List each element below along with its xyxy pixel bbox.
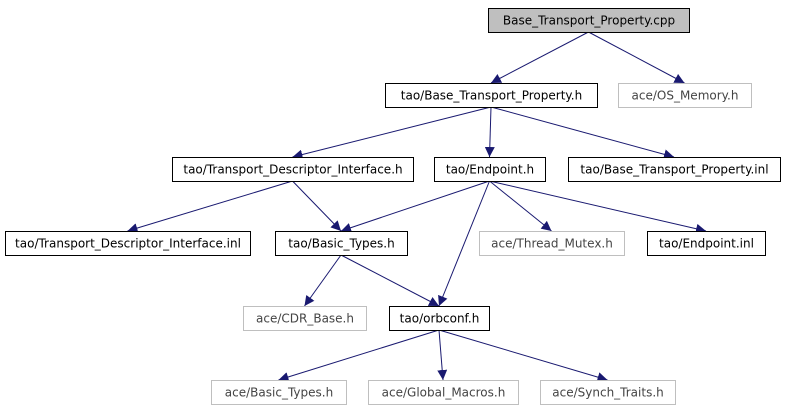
edge-tao_orbconf_h-to-ace_basic_types_h (278, 329, 440, 382)
node-box (368, 380, 519, 405)
node-box (568, 157, 781, 182)
edge-tao_base_transport_property_h-to-tao_endpoint_h (484, 106, 495, 158)
node-ace-cdr-base-h: ace/CDR_Base.h (243, 306, 367, 331)
node-label: ace/Synch_Traits.h (552, 386, 663, 400)
node-box (434, 157, 546, 182)
edge-tao_endpoint_h-to-tao_orbconf_h (438, 180, 490, 307)
node-box (275, 231, 408, 256)
node-label: tao/Base_Transport_Property.h (401, 89, 582, 103)
node-tao-endpoint-h[interactable]: tao/Endpoint.h (434, 157, 546, 182)
node-box (389, 306, 490, 331)
node-tao-transport-descriptor-interface-inl[interactable]: tao/Transport_Descriptor_Interface.inl (5, 231, 251, 256)
node-label: tao/Transport_Descriptor_Interface.h (183, 163, 402, 177)
edge-arrow (292, 180, 342, 232)
node-ace-basic-types-h: ace/Basic_Types.h (211, 380, 347, 405)
node-label: tao/Basic_Types.h (288, 237, 394, 251)
edge-arrow (340, 254, 440, 307)
edge-base_transport_property_cpp-to-tao_base_transport_property_h (490, 31, 589, 84)
node-ace-thread-mutex-h: ace/Thread_Mutex.h (479, 231, 625, 256)
edge-arrow (484, 106, 495, 158)
node-tao-basic-types-h[interactable]: tao/Basic_Types.h (275, 231, 408, 256)
node-label: ace/Basic_Types.h (225, 386, 333, 400)
node-tao-base-transport-property-inl[interactable]: tao/Base_Transport_Property.inl (568, 157, 781, 182)
node-box (540, 380, 676, 405)
edges (127, 31, 707, 382)
node-box (211, 380, 347, 405)
edge-tao_basic_types_h-to-ace_cdr_base_h (304, 254, 342, 307)
node-label: tao/Transport_Descriptor_Interface.inl (15, 237, 241, 251)
edge-tao_transport_descriptor_interface_h-to-tao_transport_descriptor_interface_inl (127, 180, 293, 233)
edge-arrow (588, 31, 685, 84)
edge-tao_orbconf_h-to-ace_global_macros_h (437, 329, 448, 381)
edge-tao_endpoint_h-to-ace_thread_mutex_h (489, 180, 552, 232)
edge-arrow (127, 180, 293, 233)
node-label: ace/CDR_Base.h (256, 312, 354, 326)
edge-tao_base_transport_property_h-to-tao_base_transport_property_inl (490, 106, 675, 160)
node-label: Base_Transport_Property.cpp (503, 14, 675, 28)
edge-arrow (438, 180, 490, 307)
node-ace-global-macros-h: ace/Global_Macros.h (368, 380, 519, 405)
edge-arrow (292, 106, 492, 160)
edge-arrow (304, 254, 342, 307)
node-base-transport-property-cpp[interactable]: Base_Transport_Property.cpp (488, 8, 690, 33)
edge-tao_orbconf_h-to-ace_synch_traits_h (438, 329, 608, 382)
node-tao-base-transport-property-h[interactable]: tao/Base_Transport_Property.h (385, 83, 598, 108)
edge-arrow (438, 329, 608, 382)
edge-tao_basic_types_h-to-tao_orbconf_h (340, 254, 440, 307)
edge-arrow (340, 180, 490, 233)
edge-arrow (278, 329, 440, 382)
edge-arrow (489, 180, 707, 234)
node-tao-endpoint-inl[interactable]: tao/Endpoint.inl (647, 231, 766, 256)
node-label: ace/OS_Memory.h (632, 89, 739, 103)
nodes: Base_Transport_Property.cpp tao/Base_Tran… (5, 8, 781, 405)
edge-tao_endpoint_h-to-tao_basic_types_h (340, 180, 490, 233)
edge-tao_base_transport_property_h-to-tao_transport_descriptor_interface_h (292, 106, 492, 160)
node-ace-synch-traits-h: ace/Synch_Traits.h (540, 380, 676, 405)
node-label: tao/Endpoint.h (446, 163, 534, 177)
node-label: ace/Global_Macros.h (382, 386, 506, 400)
node-box (172, 157, 414, 182)
node-box (647, 231, 766, 256)
node-tao-orbconf-h[interactable]: tao/orbconf.h (389, 306, 490, 331)
node-label: tao/orbconf.h (400, 312, 480, 326)
node-label: tao/Endpoint.inl (659, 237, 754, 251)
node-label: ace/Thread_Mutex.h (491, 237, 613, 251)
edge-arrow (437, 329, 448, 381)
edge-arrow (489, 180, 552, 232)
node-label: tao/Base_Transport_Property.inl (580, 163, 768, 177)
node-box (5, 231, 251, 256)
edge-tao_endpoint_h-to-tao_endpoint_inl (489, 180, 707, 234)
edge-tao_transport_descriptor_interface_h-to-tao_basic_types_h (292, 180, 342, 232)
edge-arrow (490, 31, 589, 84)
edge-base_transport_property_cpp-to-ace_os_memory_h (588, 31, 685, 84)
node-box (488, 8, 690, 33)
edge-arrow (490, 106, 675, 160)
node-box (618, 83, 752, 108)
node-tao-transport-descriptor-interface-h[interactable]: tao/Transport_Descriptor_Interface.h (172, 157, 414, 182)
node-box (385, 83, 598, 108)
node-box (243, 306, 367, 331)
node-box (479, 231, 625, 256)
node-ace-os-memory-h: ace/OS_Memory.h (618, 83, 752, 108)
